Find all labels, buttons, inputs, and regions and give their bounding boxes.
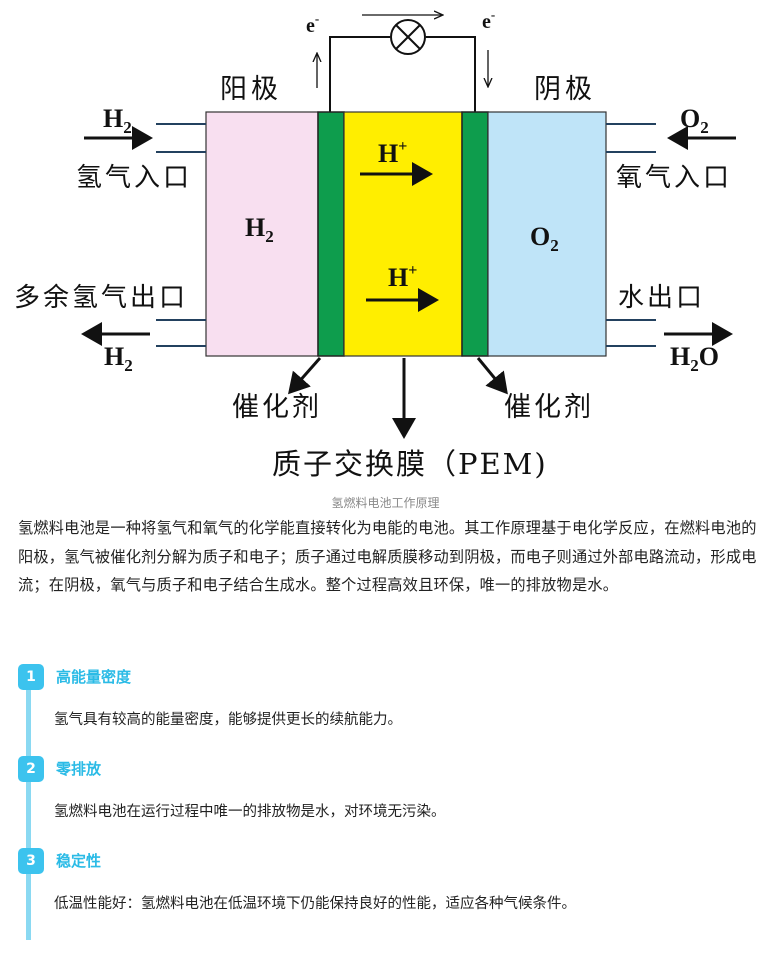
feature-title: 零排放 [56, 760, 102, 778]
cathode-gas-formula: O2 [530, 222, 559, 255]
lamp-icon [390, 19, 426, 55]
feature-list: 1 高能量密度 氢气具有较高的能量密度，能够提供更长的续航能力。 2 零排放 氢… [18, 664, 758, 940]
anode-gas-formula: H2 [245, 213, 274, 246]
feature-number-badge: 3 [18, 848, 44, 874]
feature-description: 低温性能好：氢燃料电池在低温环境下仍能保持良好的性能，适应各种气候条件。 [54, 896, 576, 912]
catalyst-left-pointer [288, 357, 322, 395]
water-outlet-formula: H2O [670, 342, 719, 375]
figure-caption: 氢燃料电池工作原理 [331, 496, 440, 510]
feature-item: 3 稳定性 低温性能好：氢燃料电池在低温环境下仍能保持良好的性能，适应各种气候条… [18, 848, 758, 940]
pem-label: 质子交换膜（PEM) [272, 447, 548, 481]
water-outlet-label: 水出口 [618, 283, 705, 313]
proton-label-2: H+ [388, 262, 417, 292]
feature-number-badge: 1 [18, 664, 44, 690]
o2-inlet-label: 氧气入口 [616, 163, 732, 193]
external-circuit: e- e- [306, 7, 495, 112]
cathode-label: 阴极 [534, 74, 596, 105]
feature-title: 稳定性 [56, 852, 102, 870]
anode-chamber [205, 111, 319, 357]
feature-description: 氢气具有较高的能量密度，能够提供更长的续航能力。 [54, 712, 402, 728]
timeline-bar [26, 858, 31, 940]
catalyst-right-pointer [476, 357, 508, 395]
anode-catalyst-layer [317, 111, 345, 357]
electron-left-label: e- [306, 11, 319, 37]
h2-outlet-formula: H2 [104, 342, 133, 375]
feature-item: 2 零排放 氢燃料电池在运行过程中唯一的排放物是水，对环境无污染。 [18, 756, 758, 856]
timeline-bar [26, 766, 31, 856]
feature-number-badge: 2 [18, 756, 44, 782]
electron-right-label: e- [482, 7, 495, 33]
fuel-cell-diagram: e- e- 阳极 阴极 H2 氢气入口 O2 氧气入口 H2 O2 H+ H+ … [14, 7, 736, 481]
cathode-chamber [487, 111, 607, 357]
catalyst-left-label: 催化剂 [232, 392, 322, 423]
gas-pipes [156, 123, 656, 347]
proton-exchange-membrane [343, 111, 463, 357]
h2-inlet-label: 氢气入口 [76, 163, 192, 193]
cathode-catalyst-layer [461, 111, 489, 357]
intro-paragraph: 氢燃料电池是一种将氢气和氧气的化学能直接转化为电能的电池。其工作原理基于电化学反… [18, 519, 757, 594]
anode-label: 阳极 [220, 74, 282, 105]
timeline-bar [26, 674, 31, 764]
h2-inlet-formula: H2 [103, 104, 132, 137]
proton-label-1: H+ [378, 138, 407, 168]
feature-item: 1 高能量密度 氢气具有较高的能量密度，能够提供更长的续航能力。 [18, 664, 758, 764]
catalyst-right-label: 催化剂 [504, 392, 594, 423]
feature-description: 氢燃料电池在运行过程中唯一的排放物是水，对环境无污染。 [54, 804, 446, 820]
o2-inlet-formula: O2 [680, 104, 709, 137]
feature-title: 高能量密度 [56, 668, 132, 686]
excess-h2-outlet-label: 多余氢气出口 [14, 283, 188, 313]
